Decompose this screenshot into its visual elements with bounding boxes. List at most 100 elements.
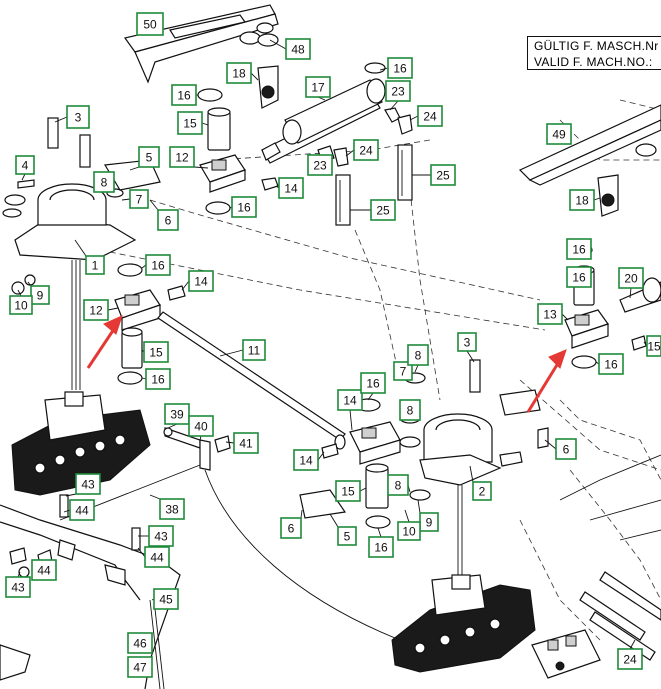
callout-leader-13 [561,313,569,321]
callout-8: 8 [93,171,115,193]
clip-16-left-lower [117,371,143,385]
callout-number: 16 [177,89,191,103]
callout-box [188,415,214,437]
mounting-rods-left [71,260,81,390]
bolt-14-right [631,335,647,351]
callout-number: 10 [14,299,28,313]
callout-18: 18 [226,62,252,84]
callout-3: 3 [66,105,90,129]
callout-leader-3 [466,350,475,363]
callout-number: 38 [165,503,179,517]
bolt-14-center [321,443,339,459]
callout-number: 47 [133,661,147,675]
callout-box [136,12,164,36]
callout-box [231,196,257,218]
callout-leader-12 [193,166,209,169]
callout-box [387,474,409,496]
callout-box [188,270,214,292]
callout-number: 6 [563,443,570,457]
callout-box [9,295,33,315]
hose-25-right [397,144,413,201]
callout-number: 8 [395,479,402,493]
callout-leader-7 [121,198,131,201]
callout-number: 40 [194,420,208,434]
callout-box [566,238,592,260]
callout-leader-43 [65,493,77,497]
callout-box [407,344,429,366]
callout-box [285,38,311,60]
callout-box [569,189,595,211]
callout-16: 16 [145,254,171,276]
callout-box [171,84,197,106]
clip-16-right-lower [571,355,597,369]
callout-box [31,559,57,581]
callout-leader-6 [149,199,159,211]
callout-9: 9 [419,512,439,532]
hoses-lower-right [579,571,661,661]
callout-leader-14 [349,409,353,431]
callout-16: 16 [171,84,197,106]
callout-number: 6 [165,214,172,228]
callout-box [370,199,396,221]
callout-15: 15 [335,480,361,502]
callout-number: 50 [143,18,157,32]
machine-validity-box: GÜLTIG F. MASCH.Nr VALID F. MACH.NO.: [527,36,661,70]
callout-16: 16 [598,353,624,375]
callout-38: 38 [159,498,185,520]
callout-15: 15 [143,341,169,363]
callout-leader-3 [54,116,68,123]
callout-43: 43 [5,576,31,598]
callout-16: 16 [360,372,386,394]
callout-box [93,171,115,193]
callout-box [159,498,185,520]
bracket-18-right [597,174,619,217]
callout-number: 14 [299,454,313,468]
callout-8: 8 [407,344,429,366]
callout-16: 16 [387,57,413,79]
callout-box [144,546,170,568]
callout-16: 16 [145,368,171,390]
callout-5: 5 [337,526,357,546]
highlight-arrow-left [86,315,123,369]
block-12-left [114,289,161,331]
callout-number: 16 [393,62,407,76]
callout-number: 46 [133,637,147,651]
slewing-ring-assembly-2 [419,413,549,486]
callout-10: 10 [9,295,33,315]
callout-number: 16 [366,377,380,391]
callout-leader-12 [107,307,119,311]
callout-40: 40 [188,415,214,437]
callout-49: 49 [546,123,572,145]
callout-box [399,399,421,421]
callout-box [145,368,171,390]
callout-number: 12 [89,304,103,318]
callout-44: 44 [69,499,95,521]
callout-number: 44 [150,551,164,565]
callout-5: 5 [138,146,160,168]
callout-box [30,285,50,305]
callout-20: 20 [618,267,644,289]
callout-leader-16 [379,67,389,71]
callout-16: 16 [231,196,257,218]
callout-box [233,432,259,454]
callout-box [646,335,661,357]
callout-box [337,389,363,411]
callout-box [129,189,149,209]
callout-17: 17 [305,76,331,98]
callout-box [387,57,413,79]
callout-leader-23 [389,100,399,111]
callout-24: 24 [617,648,643,670]
callout-number: 7 [136,193,143,207]
callout-number: 3 [75,111,82,125]
callout-box [360,372,386,394]
callout-25: 25 [370,199,396,221]
callout-leader-1 [74,239,87,257]
callout-46: 46 [127,632,153,654]
callout-15: 15 [646,335,661,357]
callout-13: 13 [537,303,563,325]
callout-leader-16 [367,392,374,401]
callout-3: 3 [457,332,477,352]
callout-15: 15 [177,111,203,135]
callout-box [397,521,421,541]
top-beam-part-50 [123,4,279,84]
